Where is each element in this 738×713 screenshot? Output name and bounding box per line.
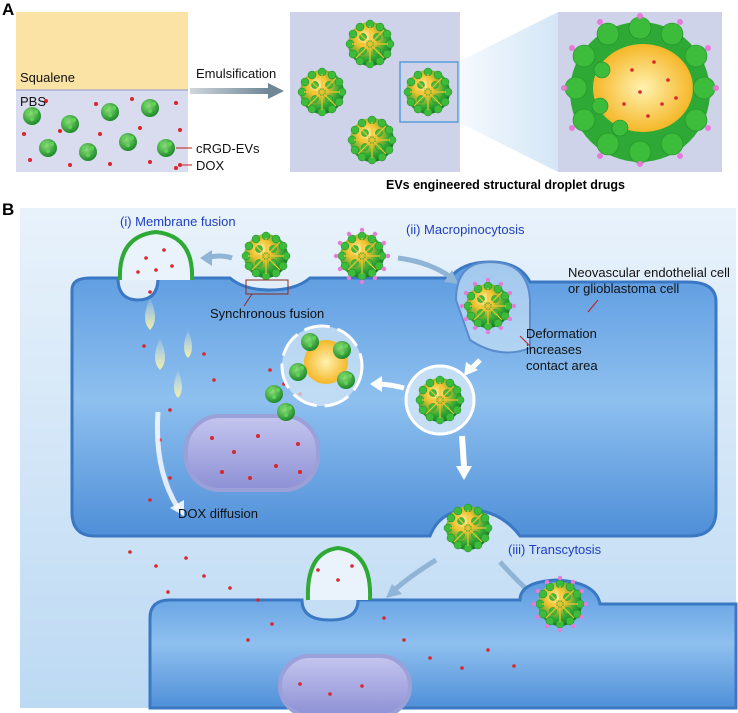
crgd-evs-label: cRGD-EVs (196, 141, 260, 156)
zoomed-droplet (561, 13, 719, 167)
dox-diffusion-drops (145, 298, 192, 398)
fusion-bulge (117, 229, 195, 281)
pbs-label: PBS (20, 94, 47, 109)
emulsification-arrow (190, 83, 284, 99)
cell-type-label: Neovascular endothelial cell or glioblas… (568, 265, 730, 297)
panel-a-letter: A (2, 0, 15, 19)
squalene-label: Squalene (20, 70, 75, 85)
panel-b-letter: B (2, 200, 15, 219)
dox-dots-extracellular (128, 550, 516, 696)
lower-nucleus (278, 654, 412, 713)
emulsification-label: Emulsification (196, 66, 277, 81)
panel-a (16, 12, 722, 172)
panel-b (20, 208, 738, 713)
membrane-fusion-label: (i) Membrane fusion (120, 214, 236, 229)
deformation-label: Deformation increases contact area (526, 326, 598, 374)
zoom-beam (458, 12, 558, 172)
deformation-line-3: contact area (526, 358, 598, 373)
cell-type-line-1: Neovascular endothelial cell (568, 265, 730, 280)
synchronous-fusion-label: Synchronous fusion (210, 306, 325, 321)
dox-label: DOX (196, 158, 225, 173)
fusion-highlight-box (245, 279, 289, 295)
pbs-layer (16, 90, 188, 172)
dox-diffusion-label: DOX diffusion (178, 506, 258, 521)
deformation-line-1: Deformation (526, 326, 597, 341)
nucleus (184, 414, 320, 492)
lower-fusion-bulge (305, 545, 373, 601)
deformation-line-2: increases (526, 342, 582, 357)
squalene-layer (16, 12, 188, 90)
transcytosis-label: (iii) Transcytosis (508, 542, 602, 557)
fragmented-droplet (265, 324, 364, 421)
droplet-drugs-caption: EVs engineered structural droplet drugs (386, 178, 625, 192)
macropinocytosis-label: (ii) Macropinocytosis (406, 222, 525, 237)
dox-molecules (22, 97, 182, 170)
cell-type-line-2: or glioblastoma cell (568, 281, 680, 296)
